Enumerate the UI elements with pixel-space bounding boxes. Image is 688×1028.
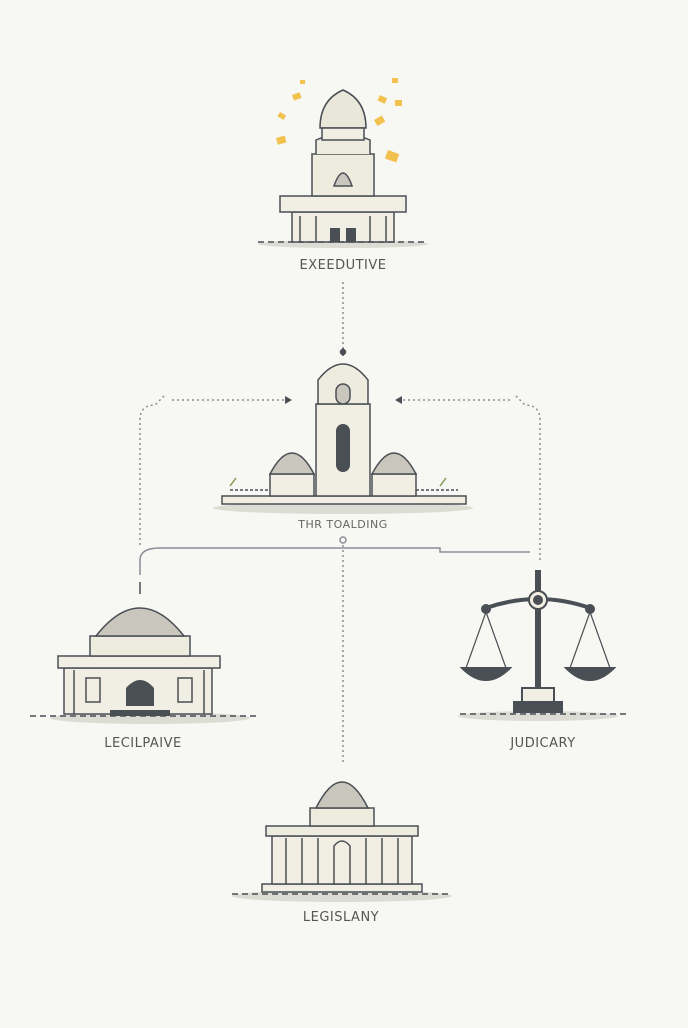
connector-left-center xyxy=(139,394,285,545)
connector-right-center xyxy=(402,394,541,560)
right-label: JUDICARY xyxy=(510,736,576,751)
confetti-decoration xyxy=(276,78,402,163)
connector-node xyxy=(339,536,347,544)
right-scales xyxy=(458,570,630,721)
bottom-label: LEGISLANY xyxy=(302,910,380,925)
center-label: THR TOALDING xyxy=(298,518,388,531)
left-building xyxy=(30,582,260,724)
executive-label: EXEEDUTIVE xyxy=(299,258,387,273)
arrowhead-left xyxy=(285,396,292,404)
executive-building xyxy=(258,78,428,248)
left-label: LECILPAIVE xyxy=(104,736,182,751)
bottom-building xyxy=(232,781,452,902)
connector-horizontal xyxy=(139,547,530,575)
arrowhead-right xyxy=(395,396,402,404)
center-building xyxy=(213,348,473,514)
connectors xyxy=(139,282,541,765)
